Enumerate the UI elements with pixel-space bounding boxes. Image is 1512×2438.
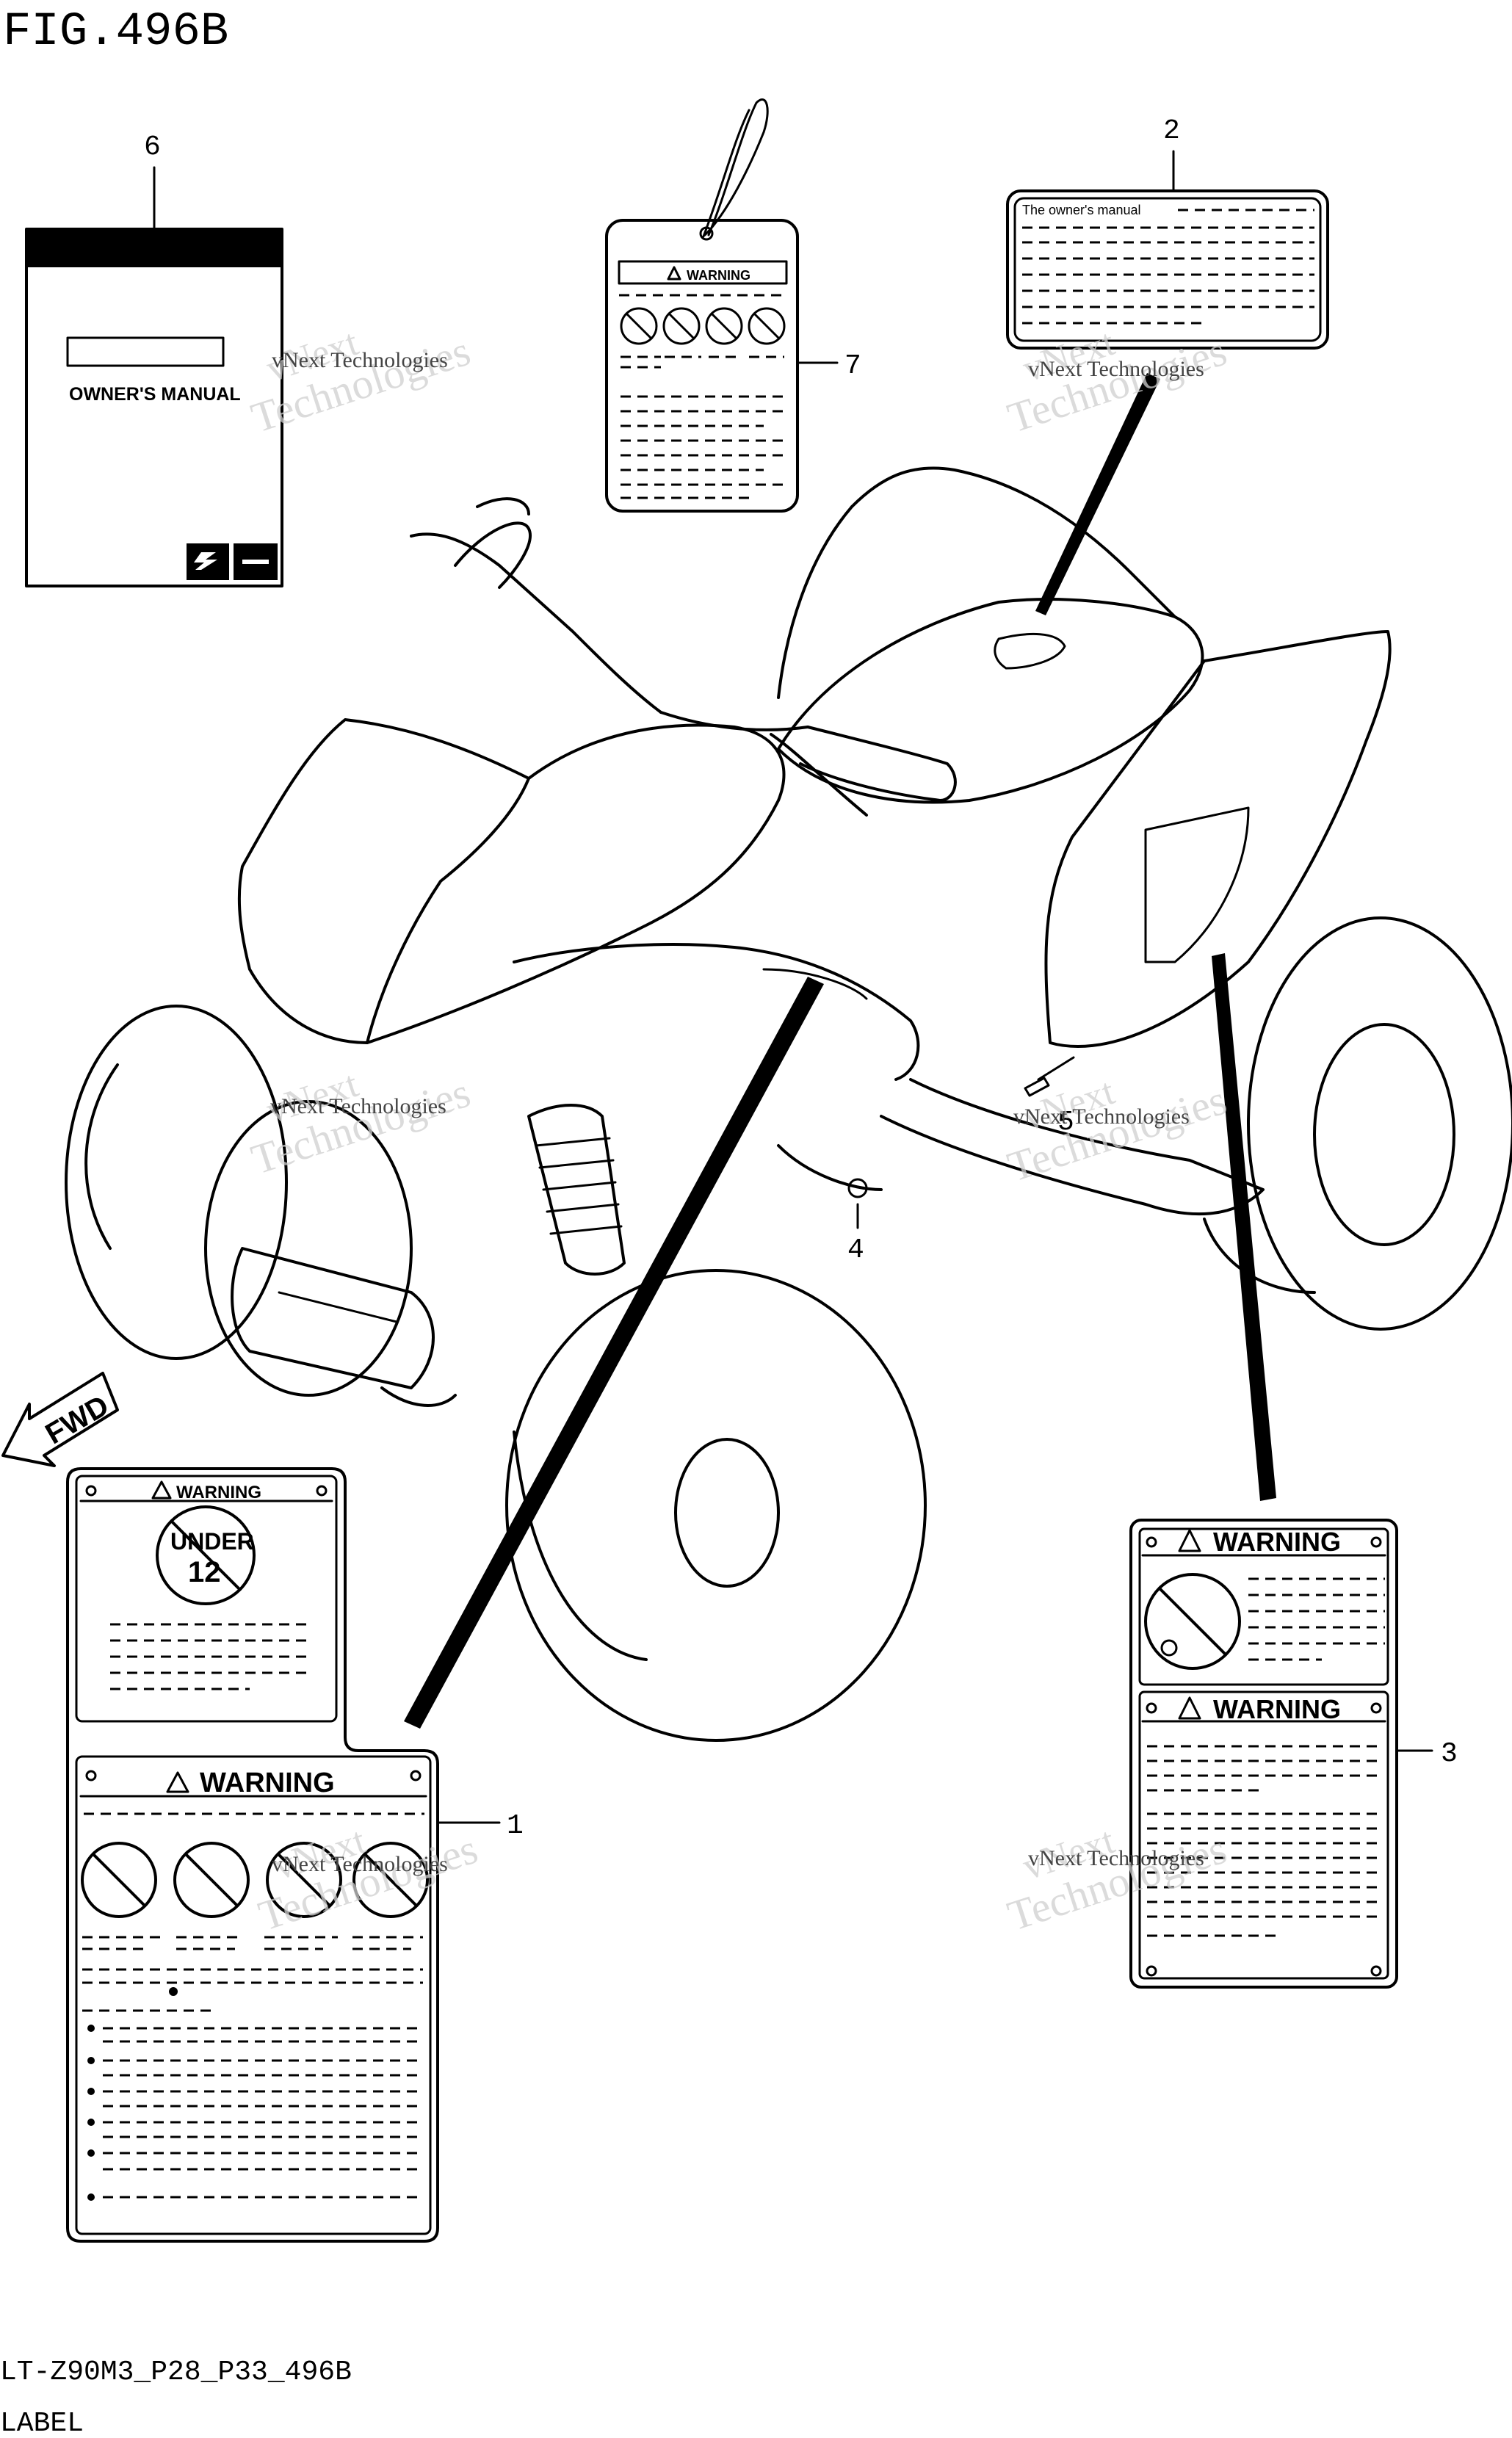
figure-code: LT-Z90M3_P28_P33_496B [0, 2356, 352, 2388]
owners-manual-book-title: OWNER'S MANUAL [69, 384, 241, 405]
under-text: UNDER [170, 1528, 254, 1555]
warning-label-1: WARNING UNDER 12 WARNING [66, 1467, 439, 2243]
no-symbol-icon [81, 1842, 429, 1918]
no-symbol-icon [1144, 1573, 1241, 1670]
callout-2: 2 [1163, 115, 1180, 147]
warning-label-3: WARNING WARNING [1129, 1519, 1398, 1989]
callout-7: 7 [844, 350, 861, 382]
warning-label-3a-title: WARNING [1213, 1527, 1341, 1557]
under-12-no-symbol-icon: UNDER 12 [156, 1505, 256, 1605]
under-age-number: 12 [188, 1556, 221, 1588]
svg-text:vNext Technologies: vNext Technologies [272, 348, 448, 372]
svg-text:vNext Technologies: vNext Technologies [1028, 357, 1204, 381]
fwd-arrow-icon: FWD [1, 1372, 119, 1467]
suzuki-logo-icon [187, 543, 278, 580]
warning-triangle-icon [1178, 1696, 1201, 1720]
svg-text:vNext Technologies: vNext Technologies [1013, 1104, 1190, 1129]
callout-3: 3 [1441, 1738, 1458, 1770]
warning-triangle-icon [1178, 1529, 1201, 1552]
owners-manual-label-text: The owner's manual [1022, 203, 1141, 217]
item-5-part [1024, 1077, 1050, 1097]
item-4-part [847, 1178, 868, 1198]
leader-line-5 [1037, 1056, 1075, 1081]
callout-1: 1 [507, 1810, 524, 1842]
callout-5: 5 [1057, 1107, 1074, 1138]
svg-text:vNext Technologies: vNext Technologies [1028, 1846, 1204, 1870]
callout-4: 4 [847, 1234, 864, 1266]
pointer-bar-3 [1212, 953, 1276, 1501]
hang-tag-warning-text: WARNING [687, 268, 750, 283]
warning-triangle-icon [667, 266, 681, 281]
callout-6: 6 [144, 131, 161, 163]
warning-triangle-icon [151, 1480, 172, 1500]
hang-tag-warning: WARNING [605, 98, 799, 513]
figure-title: FIG.496B [3, 6, 228, 59]
pointer-bar-2 [1035, 373, 1160, 615]
owners-manual-label: The owner's manual [1006, 189, 1329, 350]
warning-label-3b-title: WARNING [1213, 1694, 1341, 1724]
warning-label-1a-title: WARNING [176, 1483, 261, 1502]
warning-triangle-icon [166, 1771, 189, 1793]
pointer-bar-1 [404, 977, 824, 1729]
atv-illustration [65, 466, 1512, 1742]
svg-text:vNext Technologies: vNext Technologies [270, 1094, 446, 1118]
warning-label-1b-title: WARNING [200, 1768, 335, 1798]
figure-name: LABEL [0, 2408, 84, 2438]
no-symbol-icon [620, 307, 786, 345]
fwd-text: FWD [40, 1389, 115, 1451]
owners-manual-book: OWNER'S MANUAL [25, 228, 283, 587]
svg-text:vNext Technologies: vNext Technologies [272, 1852, 448, 1876]
